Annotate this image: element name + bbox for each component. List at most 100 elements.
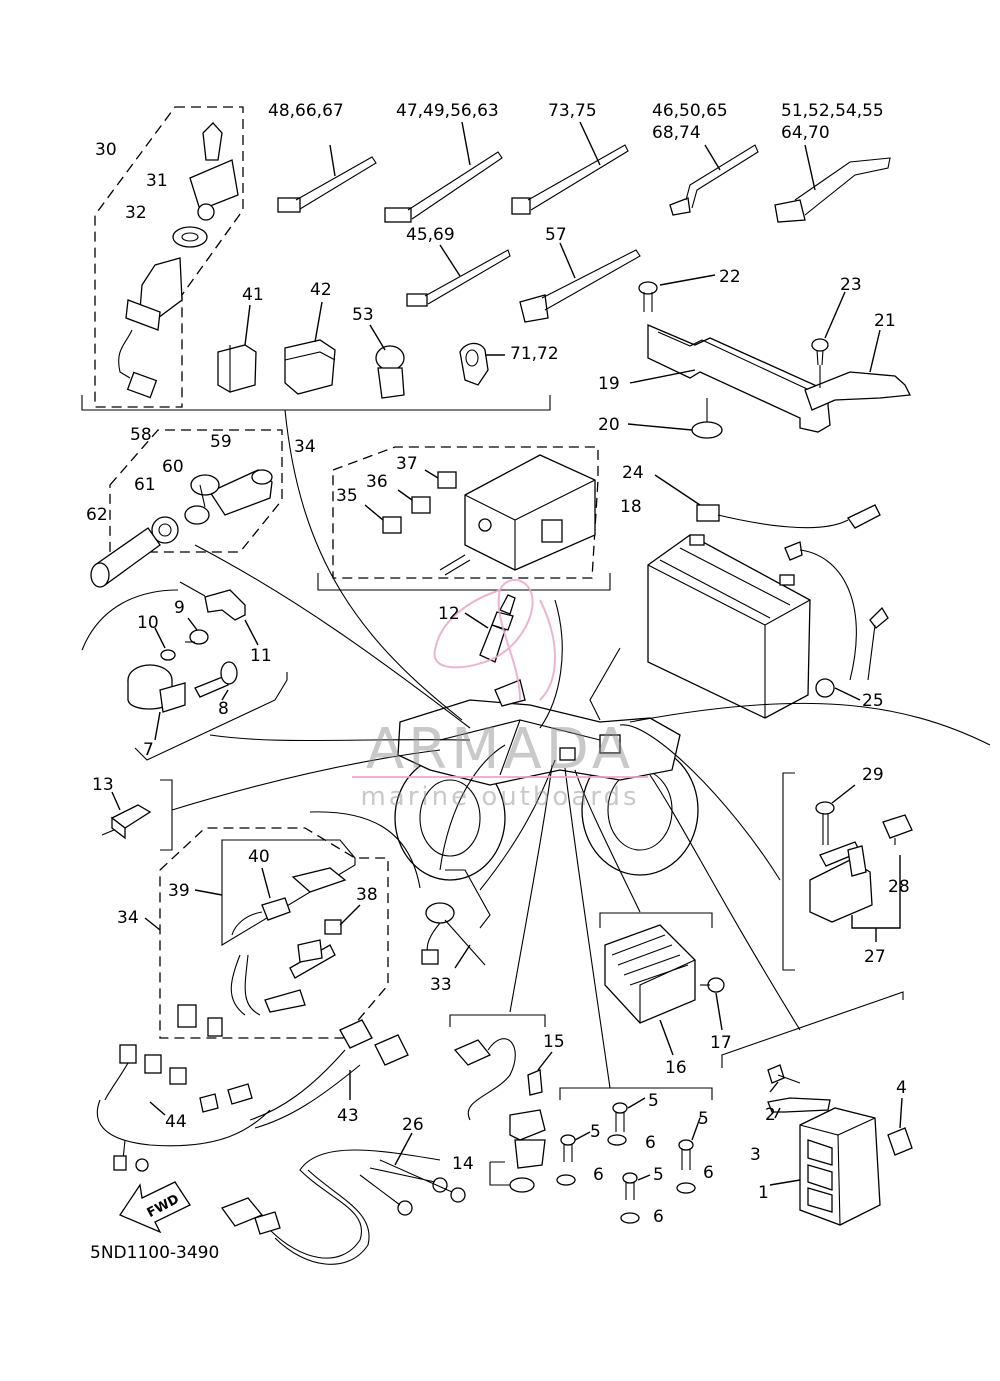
switch-33-bracket — [445, 869, 491, 929]
coupler-41-icon — [217, 304, 257, 393]
starter-relay-bracket — [782, 772, 795, 971]
cable-tie-73-icon — [511, 121, 629, 215]
callout-16: 16 — [665, 1058, 687, 1078]
callout-38: 38 — [356, 885, 378, 905]
callout-6c: 6 — [703, 1163, 714, 1183]
relay-42-icon — [284, 301, 336, 395]
battery-icon — [647, 534, 811, 719]
callout-22: 22 — [719, 267, 741, 287]
callout-5b: 5 — [590, 1122, 601, 1142]
bolt-8-icon — [194, 661, 238, 698]
washers-6-icon — [556, 1134, 696, 1224]
fuse-13-bracket — [160, 779, 173, 851]
callout-17: 17 — [710, 1033, 732, 1053]
callout-43: 43 — [337, 1106, 359, 1126]
callout-18: 18 — [620, 497, 642, 517]
callout-53: 53 — [352, 305, 374, 325]
bolt-22-icon — [638, 274, 716, 312]
callout-48-66-67: 48,66,67 — [268, 101, 344, 121]
watermark-brand: ARMADA — [366, 717, 634, 782]
callout-37: 37 — [396, 454, 418, 474]
bolt-9-icon — [185, 629, 209, 645]
leader-8 — [221, 689, 229, 701]
leader-19 — [629, 369, 696, 384]
leader-21 — [869, 329, 881, 373]
callout-9: 9 — [174, 598, 185, 618]
callout-1: 1 — [758, 1183, 769, 1203]
main-switch-body-icon — [118, 257, 183, 399]
diagram-code: 5ND1100-3490 — [90, 1243, 219, 1263]
wire-harness-icon — [177, 867, 347, 1037]
callout-51-52-54-55-line1: 51,52,54,55 — [781, 101, 884, 121]
callout-14: 14 — [452, 1154, 474, 1174]
clamp-71-icon — [459, 342, 505, 386]
clamp-53-icon — [369, 324, 405, 399]
callout-20: 20 — [598, 415, 620, 435]
cable-band-51-icon — [774, 144, 891, 223]
fuse-37-icon — [424, 469, 457, 489]
lighter-62-icon — [90, 527, 161, 588]
fuse-35-icon — [364, 504, 402, 534]
leader-39 — [194, 889, 223, 896]
atv-icon — [394, 679, 699, 881]
callout-30: 30 — [95, 140, 117, 160]
callout-57: 57 — [545, 225, 567, 245]
bolt-group-bracket — [559, 1087, 713, 1100]
callout-73-75: 73,75 — [548, 101, 597, 121]
callout-32: 32 — [125, 203, 147, 223]
callout-33: 33 — [430, 975, 452, 995]
rectifier-icon — [604, 924, 725, 1056]
spark-plug-icon — [464, 594, 516, 663]
socket-group-outline — [109, 429, 283, 553]
callout-10: 10 — [137, 613, 159, 633]
cable-band-46-icon — [669, 144, 759, 216]
neutral-switch-icon — [421, 902, 486, 969]
main-switch-group-outline — [94, 106, 244, 408]
battery-bracket-icon — [647, 324, 912, 439]
leader-34b — [144, 917, 161, 931]
lock-nut-icon — [172, 226, 208, 248]
watermark-logo-icon — [433, 578, 556, 701]
callout-46-50-65-line2: 68,74 — [652, 123, 701, 143]
callout-34a: 34 — [294, 437, 316, 457]
harness-subgroup-outline — [221, 839, 356, 946]
watermark: ARMADA marine outboards — [352, 578, 648, 812]
fuse-box-icon — [439, 454, 596, 576]
bolts-5-icon — [560, 1097, 701, 1200]
callout-5d: 5 — [653, 1165, 664, 1185]
fuse-box-group-bracket — [317, 573, 611, 591]
sub-harness-44-icon — [96, 1044, 271, 1172]
rectifier-bracket — [599, 912, 713, 928]
callout-45-69: 45,69 — [406, 225, 455, 245]
callout-29: 29 — [862, 765, 884, 785]
callout-59: 59 — [210, 432, 232, 452]
lead-wire-26-icon — [220, 1132, 466, 1265]
leader-11 — [244, 619, 259, 646]
top-group-bracket — [81, 395, 551, 411]
callout-71-72: 71,72 — [510, 344, 559, 364]
coil-group-bracket — [134, 672, 288, 761]
battery-lead-25-icon — [784, 541, 889, 701]
callout-7: 7 — [143, 740, 154, 760]
speed-sensor-icon — [453, 1038, 553, 1193]
leader-40 — [261, 867, 271, 899]
callout-27: 27 — [864, 947, 886, 967]
screw-23-icon — [811, 291, 846, 366]
callout-28: 28 — [888, 877, 910, 897]
cable-tie-47-icon — [384, 121, 503, 223]
callout-2: 2 — [765, 1105, 776, 1125]
callout-34b: 34 — [117, 908, 139, 928]
leader-7 — [154, 711, 161, 741]
battery-lead-24-icon — [654, 474, 881, 529]
callout-21: 21 — [874, 311, 896, 331]
callout-36: 36 — [366, 472, 388, 492]
key-icon — [189, 122, 239, 221]
cable-tie-45-icon — [406, 244, 511, 307]
plug-cap-11-icon — [179, 581, 246, 621]
leader-38 — [339, 904, 361, 926]
watermark-tagline: marine outboards — [360, 782, 639, 812]
callout-61: 61 — [134, 475, 156, 495]
sub-harness-43-icon — [199, 1019, 409, 1129]
callout-31: 31 — [146, 171, 168, 191]
callout-13: 13 — [92, 775, 114, 795]
